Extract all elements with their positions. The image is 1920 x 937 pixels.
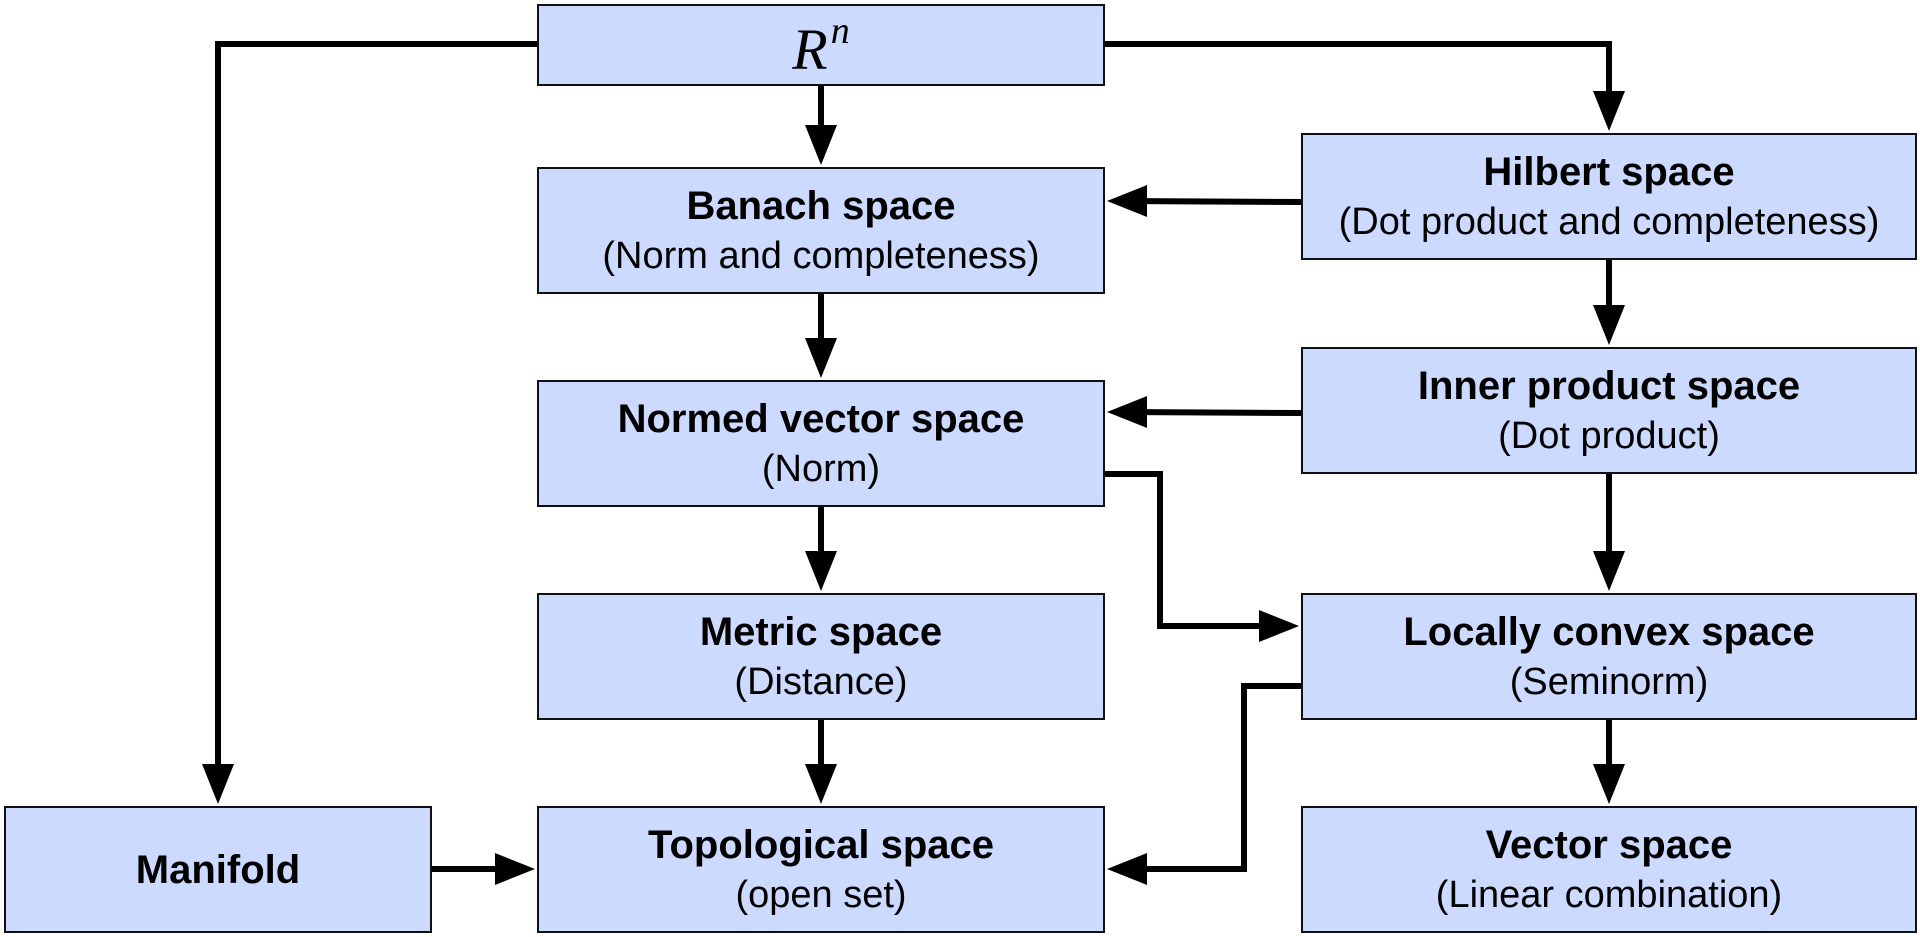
rn-base: R [792,16,828,82]
locally-convex-title: Locally convex space [1403,609,1815,654]
arrowhead-manifold-to-topological [495,853,535,885]
edge-rn-to-hilbert [1105,41,1612,106]
arrowhead-rn-to-banach [805,125,837,165]
arrowhead-banach-to-normed [805,338,837,378]
node-rn: Rn [537,4,1105,86]
banach-subtitle: (Norm and completeness) [602,234,1040,277]
rn-label: Rn [792,12,849,79]
edge-locally-convex-to-topological [1132,683,1301,872]
hilbert-subtitle: (Dot product and completeness) [1338,200,1880,243]
vector-title: Vector space [1485,822,1733,867]
inner-product-subtitle: (Dot product) [1498,414,1720,457]
arrowhead-hilbert-to-inner-product [1593,305,1625,345]
inner-product-title: Inner product space [1417,363,1801,408]
arrowhead-rn-to-hilbert [1593,91,1625,131]
edge-rn-to-manifold [215,41,537,779]
node-metric-space: Metric space (Distance) [537,593,1105,720]
arrowhead-inner-product-to-normed [1107,396,1147,428]
arrowhead-locally-convex-to-topological [1107,853,1147,885]
rn-exponent: n [830,9,850,52]
arrowhead-rn-to-manifold [202,764,234,804]
normed-title: Normed vector space [617,396,1025,441]
node-inner-product-space: Inner product space (Dot product) [1301,347,1917,474]
edge-inner-product-to-normed [1131,409,1302,416]
edge-hilbert-to-banach [1131,198,1302,205]
arrowhead-normed-to-locally-convex [1259,610,1299,642]
metric-subtitle: (Distance) [734,660,908,703]
arrowhead-locally-convex-to-vector [1593,764,1625,804]
metric-title: Metric space [699,609,943,654]
arrowhead-inner-product-to-locally-convex [1593,551,1625,591]
node-hilbert-space: Hilbert space (Dot product and completen… [1301,133,1917,260]
arrowhead-normed-to-metric [805,551,837,591]
node-locally-convex-space: Locally convex space (Seminorm) [1301,593,1917,720]
hilbert-title: Hilbert space [1483,149,1735,194]
banach-title: Banach space [686,183,956,228]
topological-subtitle: (open set) [735,873,907,916]
node-banach-space: Banach space (Norm and completeness) [537,167,1105,294]
node-topological-space: Topological space (open set) [537,806,1105,933]
node-vector-space: Vector space (Linear combination) [1301,806,1917,933]
node-normed-vector-space: Normed vector space (Norm) [537,380,1105,507]
edge-normed-to-locally-convex [1105,471,1274,629]
normed-subtitle: (Norm) [761,447,881,490]
manifold-title: Manifold [135,847,301,892]
arrowhead-metric-to-topological [805,764,837,804]
arrowhead-hilbert-to-banach [1107,185,1147,217]
vector-subtitle: (Linear combination) [1435,873,1783,916]
node-manifold: Manifold [4,806,432,933]
locally-convex-subtitle: (Seminorm) [1509,660,1709,703]
topological-title: Topological space [648,822,994,867]
